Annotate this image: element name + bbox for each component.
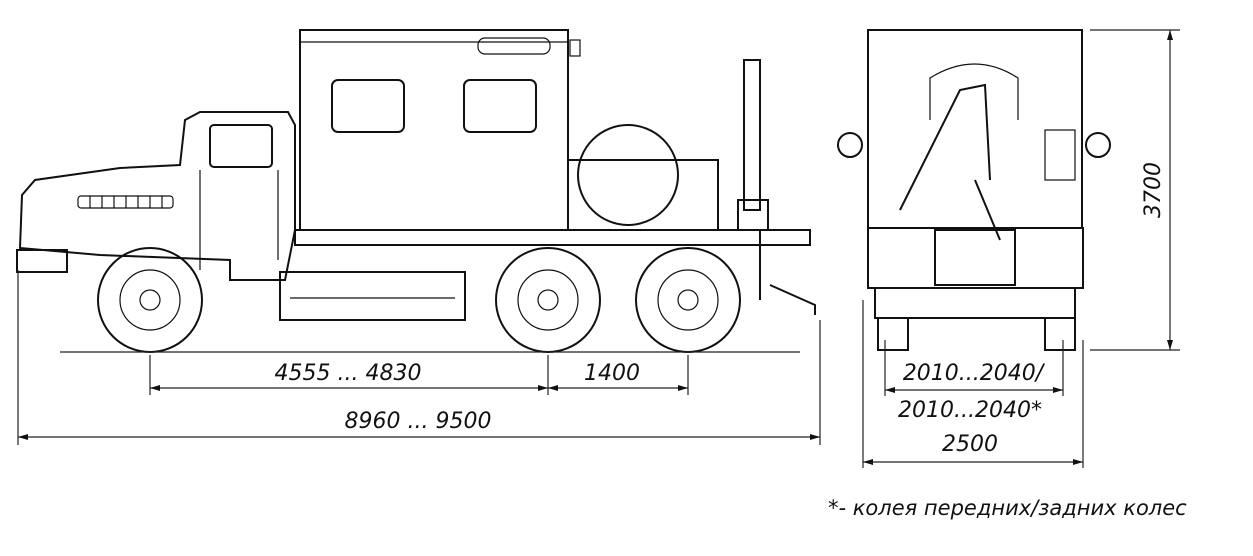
front-view [837,29,1111,351]
overall-height-label: 3700 [1141,162,1166,218]
cab [16,111,296,281]
side-box [279,271,466,321]
platform [294,229,811,246]
crane [737,59,816,315]
front-tire-right [1044,317,1076,351]
window [463,79,537,133]
front-dimensions: 3700 2010...2040/ 2010...2040* 2500 [862,29,1180,468]
track-front-label: 2010...2040/ [903,361,1046,386]
overall-width-label: 2500 [942,432,998,457]
rear-wheel-2 [635,247,741,353]
overall-length-label: 8960 ... 9500 [345,409,492,434]
cargo-body [299,29,581,231]
footnote: *- колея передних/задних колес [828,496,1187,520]
window [331,79,405,133]
wheelbase-rear-label: 1400 [584,361,640,386]
cable-reel [577,124,679,226]
side-view [16,29,816,353]
crane-front [899,83,1001,241]
front-wheel [97,247,203,353]
front-tire-left [877,317,909,351]
grille [77,195,174,209]
track-rear-label: 2010...2040* [898,398,1042,423]
rear-wheel-1 [495,247,601,353]
side-dimensions: 4555 ... 4830 1400 8960 ... 9500 [17,270,821,445]
wheelbase-front-label: 4555 ... 4830 [275,361,422,386]
